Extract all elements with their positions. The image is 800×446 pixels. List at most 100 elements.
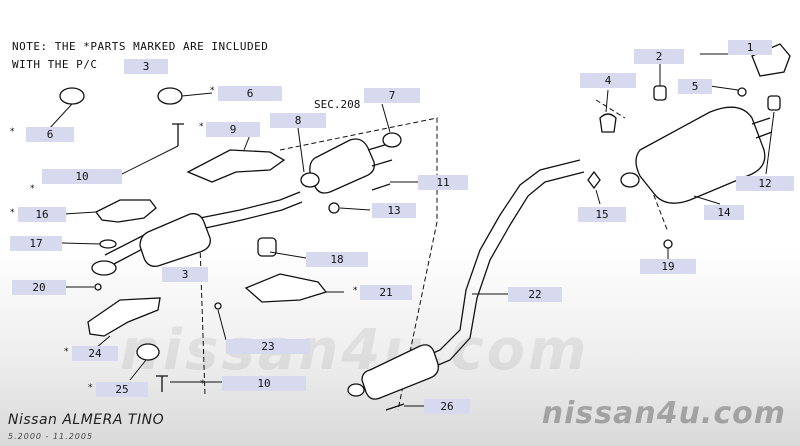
- label-part-10b[interactable]: 10: [222, 376, 306, 391]
- label-part-7[interactable]: 7: [364, 88, 420, 103]
- mount-rubber-18: [257, 237, 277, 257]
- mount-rubber-4: [599, 113, 617, 133]
- star-25: *: [88, 383, 93, 393]
- star-24: *: [64, 347, 69, 357]
- gasket-17: [99, 239, 117, 249]
- assembly-boundary-right-top: [595, 99, 626, 119]
- label-part-10a[interactable]: 10: [42, 169, 122, 184]
- heat-shield-16: [95, 199, 157, 223]
- label-part-13[interactable]: 13: [372, 203, 416, 218]
- label-part-11[interactable]: 11: [418, 175, 468, 190]
- label-part-17[interactable]: 17: [10, 236, 62, 251]
- center-resonator: [309, 138, 375, 194]
- label-part-2[interactable]: 2: [634, 49, 684, 64]
- label-part-24[interactable]: 24: [72, 346, 118, 361]
- watermark-large: nissan4u.com: [120, 318, 590, 383]
- bolt-26: [385, 403, 405, 411]
- mount-rubber-6-right: [157, 87, 183, 105]
- label-part-15[interactable]: 15: [578, 207, 626, 222]
- nut-23: [214, 302, 222, 310]
- label-part-4[interactable]: 4: [580, 73, 636, 88]
- bolt-10: [172, 123, 184, 146]
- leader-5: [709, 85, 739, 91]
- star-9: *: [199, 122, 204, 132]
- heat-shield-24: [87, 297, 161, 337]
- leader-13: [339, 207, 371, 211]
- leader-4: [605, 89, 609, 113]
- leader-14: [693, 195, 721, 205]
- mount-rubber-2: [653, 85, 667, 101]
- pre-muffler: [361, 344, 439, 400]
- leader-6a: [47, 103, 73, 131]
- leader-18: [269, 251, 307, 259]
- label-part-23[interactable]: 23: [226, 339, 310, 354]
- bolt-10b: [156, 375, 168, 392]
- star-21: *: [353, 286, 358, 296]
- leader-10a: [117, 145, 179, 177]
- leader-16: [63, 211, 97, 215]
- leader-8: [297, 127, 305, 173]
- label-part-3[interactable]: 3: [162, 267, 208, 282]
- nut-20: [94, 283, 102, 291]
- main-tube-lower-edge: [407, 171, 585, 379]
- assembly-boundary-center: [279, 117, 438, 411]
- leader-17: [61, 242, 101, 245]
- label-part-6a[interactable]: 6: [26, 127, 74, 142]
- star-6a: *: [10, 127, 15, 137]
- label-part-21[interactable]: 21: [360, 285, 412, 300]
- star-6b: *: [210, 86, 215, 96]
- label-part-1[interactable]: 1: [728, 40, 772, 55]
- leader-15: [595, 189, 601, 205]
- label-part-14[interactable]: 14: [704, 205, 744, 220]
- star-10a: *: [30, 184, 35, 194]
- label-part-6b[interactable]: 6: [218, 86, 282, 101]
- tail-pipe: [751, 117, 773, 139]
- nut-19: [663, 239, 673, 249]
- label-part-19[interactable]: 19: [640, 259, 696, 274]
- main-tube-flange: [347, 383, 365, 397]
- label-note-ref[interactable]: 3: [124, 59, 168, 74]
- note-line-1: NOTE: THE *PARTS MARKED ARE INCLUDED: [12, 40, 269, 53]
- muffler-flange: [620, 172, 640, 188]
- label-part-12[interactable]: 12: [736, 176, 794, 191]
- label-part-18[interactable]: 18: [306, 252, 368, 267]
- section-ref: SEC.208: [314, 98, 361, 111]
- heat-shield-21: [244, 273, 328, 303]
- label-part-5[interactable]: 5: [678, 79, 712, 94]
- label-part-8[interactable]: 8: [270, 113, 326, 128]
- label-part-26[interactable]: 26: [424, 399, 470, 414]
- label-part-25[interactable]: 25: [96, 382, 148, 397]
- mount-rubber-25: [136, 343, 160, 361]
- leader-23: [217, 309, 227, 341]
- star-10b: *: [200, 379, 205, 389]
- front-catalyst: [139, 213, 211, 267]
- model-name: Nissan ALMERA TINO: [8, 412, 165, 428]
- label-part-20[interactable]: 20: [12, 280, 66, 295]
- mount-rubber-6-left: [59, 87, 85, 105]
- gasket-7: [382, 132, 402, 148]
- stud-11: [371, 183, 391, 191]
- leader-25: [129, 359, 147, 381]
- nut-13: [328, 202, 340, 214]
- production-period: 5.2000 - 11.2005: [8, 432, 94, 441]
- front-flange: [91, 260, 117, 276]
- label-part-9[interactable]: 9: [206, 122, 260, 137]
- leader-12: [765, 111, 775, 175]
- label-part-22[interactable]: 22: [508, 287, 562, 302]
- star-16: *: [10, 208, 15, 218]
- note-line-2: WITH THE P/C: [12, 58, 98, 71]
- heat-shield-9: [186, 149, 286, 183]
- bolt-5: [737, 87, 747, 97]
- main-tube-upper-edge: [399, 159, 581, 369]
- watermark-small: nissan4u.com: [541, 396, 786, 431]
- leader-7: [381, 103, 391, 133]
- gasket-15: [587, 170, 601, 190]
- leader-6b: [181, 92, 213, 97]
- label-part-16[interactable]: 16: [18, 207, 66, 222]
- mount-rubber-12: [767, 95, 781, 111]
- resonator-outlet: [367, 143, 393, 167]
- main-muffler: [635, 106, 766, 204]
- gasket-8: [300, 172, 320, 188]
